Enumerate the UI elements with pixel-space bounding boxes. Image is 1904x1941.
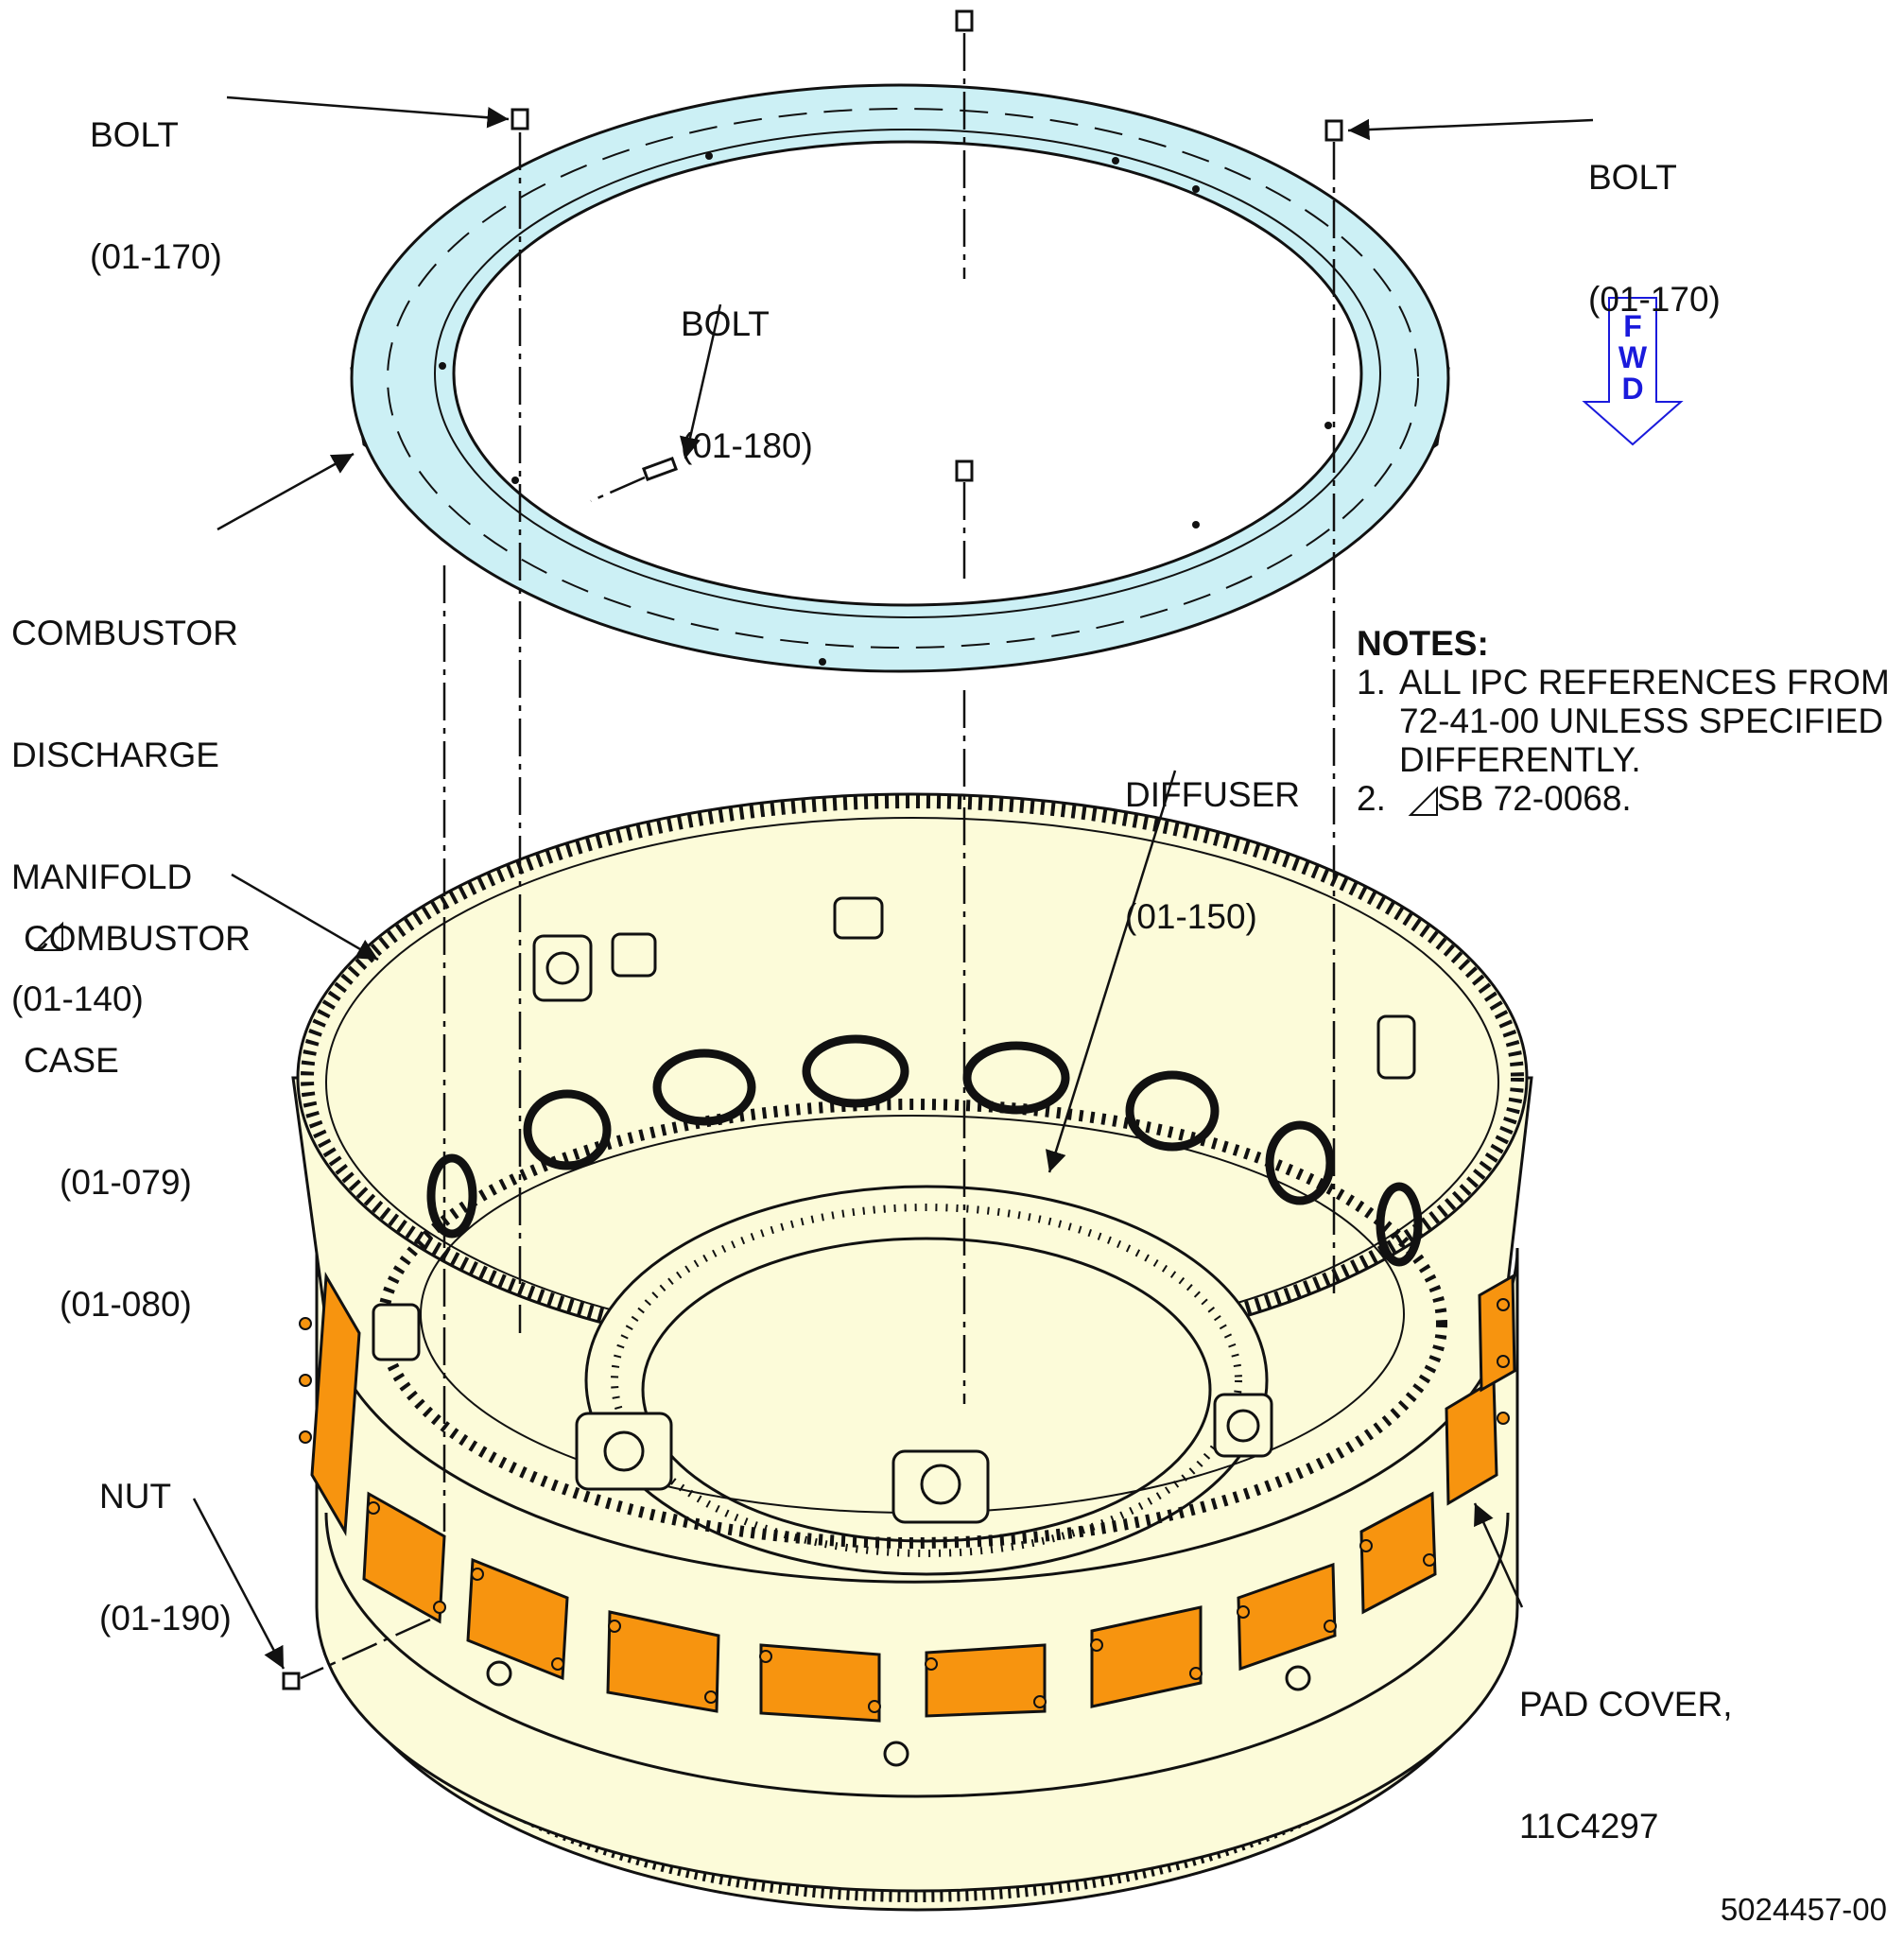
- note-text: ALL IPC REFERENCES FROM 72-41-00 UNLESS …: [1399, 663, 1890, 779]
- figure-id: 5024457-00: [1720, 1892, 1887, 1927]
- manifold-ring-groove: [387, 108, 1419, 649]
- manifold-ring-inner-lip: [434, 129, 1381, 618]
- pad-cover: [1445, 1378, 1498, 1506]
- callout-combustor-case: COMBUSTOR CASE (01-079) (01-080): [24, 837, 251, 1365]
- note-text: SB 72-0068.: [1437, 779, 1632, 818]
- callout-manifold: COMBUSTOR DISCHARGE MANIFOLD (01-140): [11, 531, 238, 1060]
- callout-ref: (01-079): [60, 1163, 192, 1202]
- pad-cover: [925, 1643, 1047, 1718]
- diffuser-ring-holes: [611, 1204, 1242, 1557]
- manifold-bolt-holes: [439, 152, 1332, 666]
- callout-line: PAD COVER,: [1519, 1685, 1733, 1724]
- callout-name: BOLT: [681, 304, 770, 343]
- note-number: 2.: [1357, 779, 1386, 818]
- callout-line: CASE: [24, 1041, 119, 1080]
- bolt: [955, 9, 974, 32]
- callout-line: COMBUSTOR: [24, 919, 251, 958]
- callout-ref: (01-190): [99, 1599, 232, 1638]
- pad-cover: [362, 1491, 446, 1624]
- pad-cover: [466, 1557, 569, 1681]
- pad-cover: [1478, 1274, 1516, 1393]
- callout-diffuser: DIFFUSER (01-150): [1125, 693, 1300, 978]
- callout-ref: (01-180): [681, 426, 813, 465]
- pad-cover: [1237, 1562, 1337, 1672]
- bolt: [1324, 119, 1343, 142]
- callout-pad-cover: PAD COVER, 11C4297: [1519, 1603, 1732, 1887]
- callout-ref: (01-140): [11, 979, 144, 1018]
- note-item: 1. ALL IPC REFERENCES FROM 72-41-00 UNLE…: [1357, 663, 1895, 779]
- pad-cover-bolts: [299, 1298, 1510, 1713]
- pad-cover: [1090, 1605, 1203, 1708]
- fwd-letter: F: [1623, 309, 1642, 343]
- callout-line: 11C4297: [1519, 1807, 1659, 1846]
- callout-line: DISCHARGE: [11, 736, 219, 774]
- callout-ref: (01-170): [90, 237, 222, 276]
- notes-block: NOTES: 1. ALL IPC REFERENCES FROM 72-41-…: [1357, 624, 1895, 818]
- combustor-case: [291, 792, 1533, 1912]
- effectivity-triangle-icon: [33, 921, 63, 951]
- pad-cover: [1359, 1491, 1437, 1615]
- callout-line: COMBUSTOR: [11, 614, 238, 652]
- callout-bolt-mid: BOLT (01-180): [681, 222, 813, 507]
- callout-name: BOLT: [90, 115, 179, 154]
- case-bosses: [372, 896, 1416, 1767]
- leader-lines: [192, 95, 1594, 1670]
- callout-nut: NUT (01-190): [99, 1395, 232, 1679]
- callout-name: NUT: [99, 1477, 172, 1516]
- bolt: [955, 459, 974, 482]
- bolts: [282, 9, 1343, 1690]
- assembly-center-lines: [300, 33, 1336, 1680]
- note-item: 2. SB 72-0068.: [1357, 779, 1895, 818]
- callout-ref: (01-170): [1588, 280, 1721, 319]
- notes-header: NOTES:: [1357, 624, 1489, 663]
- callout-line: MANIFOLD: [11, 858, 193, 896]
- combustor-discharge-manifold: [350, 83, 1450, 673]
- bolt: [641, 456, 679, 482]
- effectivity-triangle-icon: [1408, 786, 1438, 816]
- nozzle-ports: [426, 1034, 1423, 1267]
- fwd-letter: W: [1618, 340, 1648, 374]
- callout-ref: (01-150): [1125, 897, 1257, 936]
- callout-ref: (01-080): [60, 1285, 192, 1324]
- callout-name: DIFFUSER: [1125, 775, 1300, 814]
- fwd-arrow-icon: [1582, 297, 1684, 446]
- callout-bolt-top-right: BOLT (01-170): [1588, 76, 1721, 360]
- bolt: [511, 108, 529, 130]
- pad-cover: [606, 1610, 720, 1713]
- nut: [282, 1672, 301, 1690]
- fwd-letter: D: [1621, 372, 1644, 406]
- callout-bolt-top-left: BOLT (01-170): [90, 33, 222, 318]
- pad-cover: [310, 1272, 361, 1536]
- note-number: 1.: [1357, 663, 1386, 702]
- diffuser-bore: [641, 1237, 1212, 1543]
- case-upper-rim-teeth: [301, 795, 1524, 1360]
- case-waist-line: [324, 1512, 1510, 1798]
- pad-covers: [310, 1272, 1516, 1723]
- callout-name: BOLT: [1588, 158, 1677, 197]
- pad-cover: [759, 1643, 881, 1723]
- manifold-ring-bore: [452, 140, 1363, 607]
